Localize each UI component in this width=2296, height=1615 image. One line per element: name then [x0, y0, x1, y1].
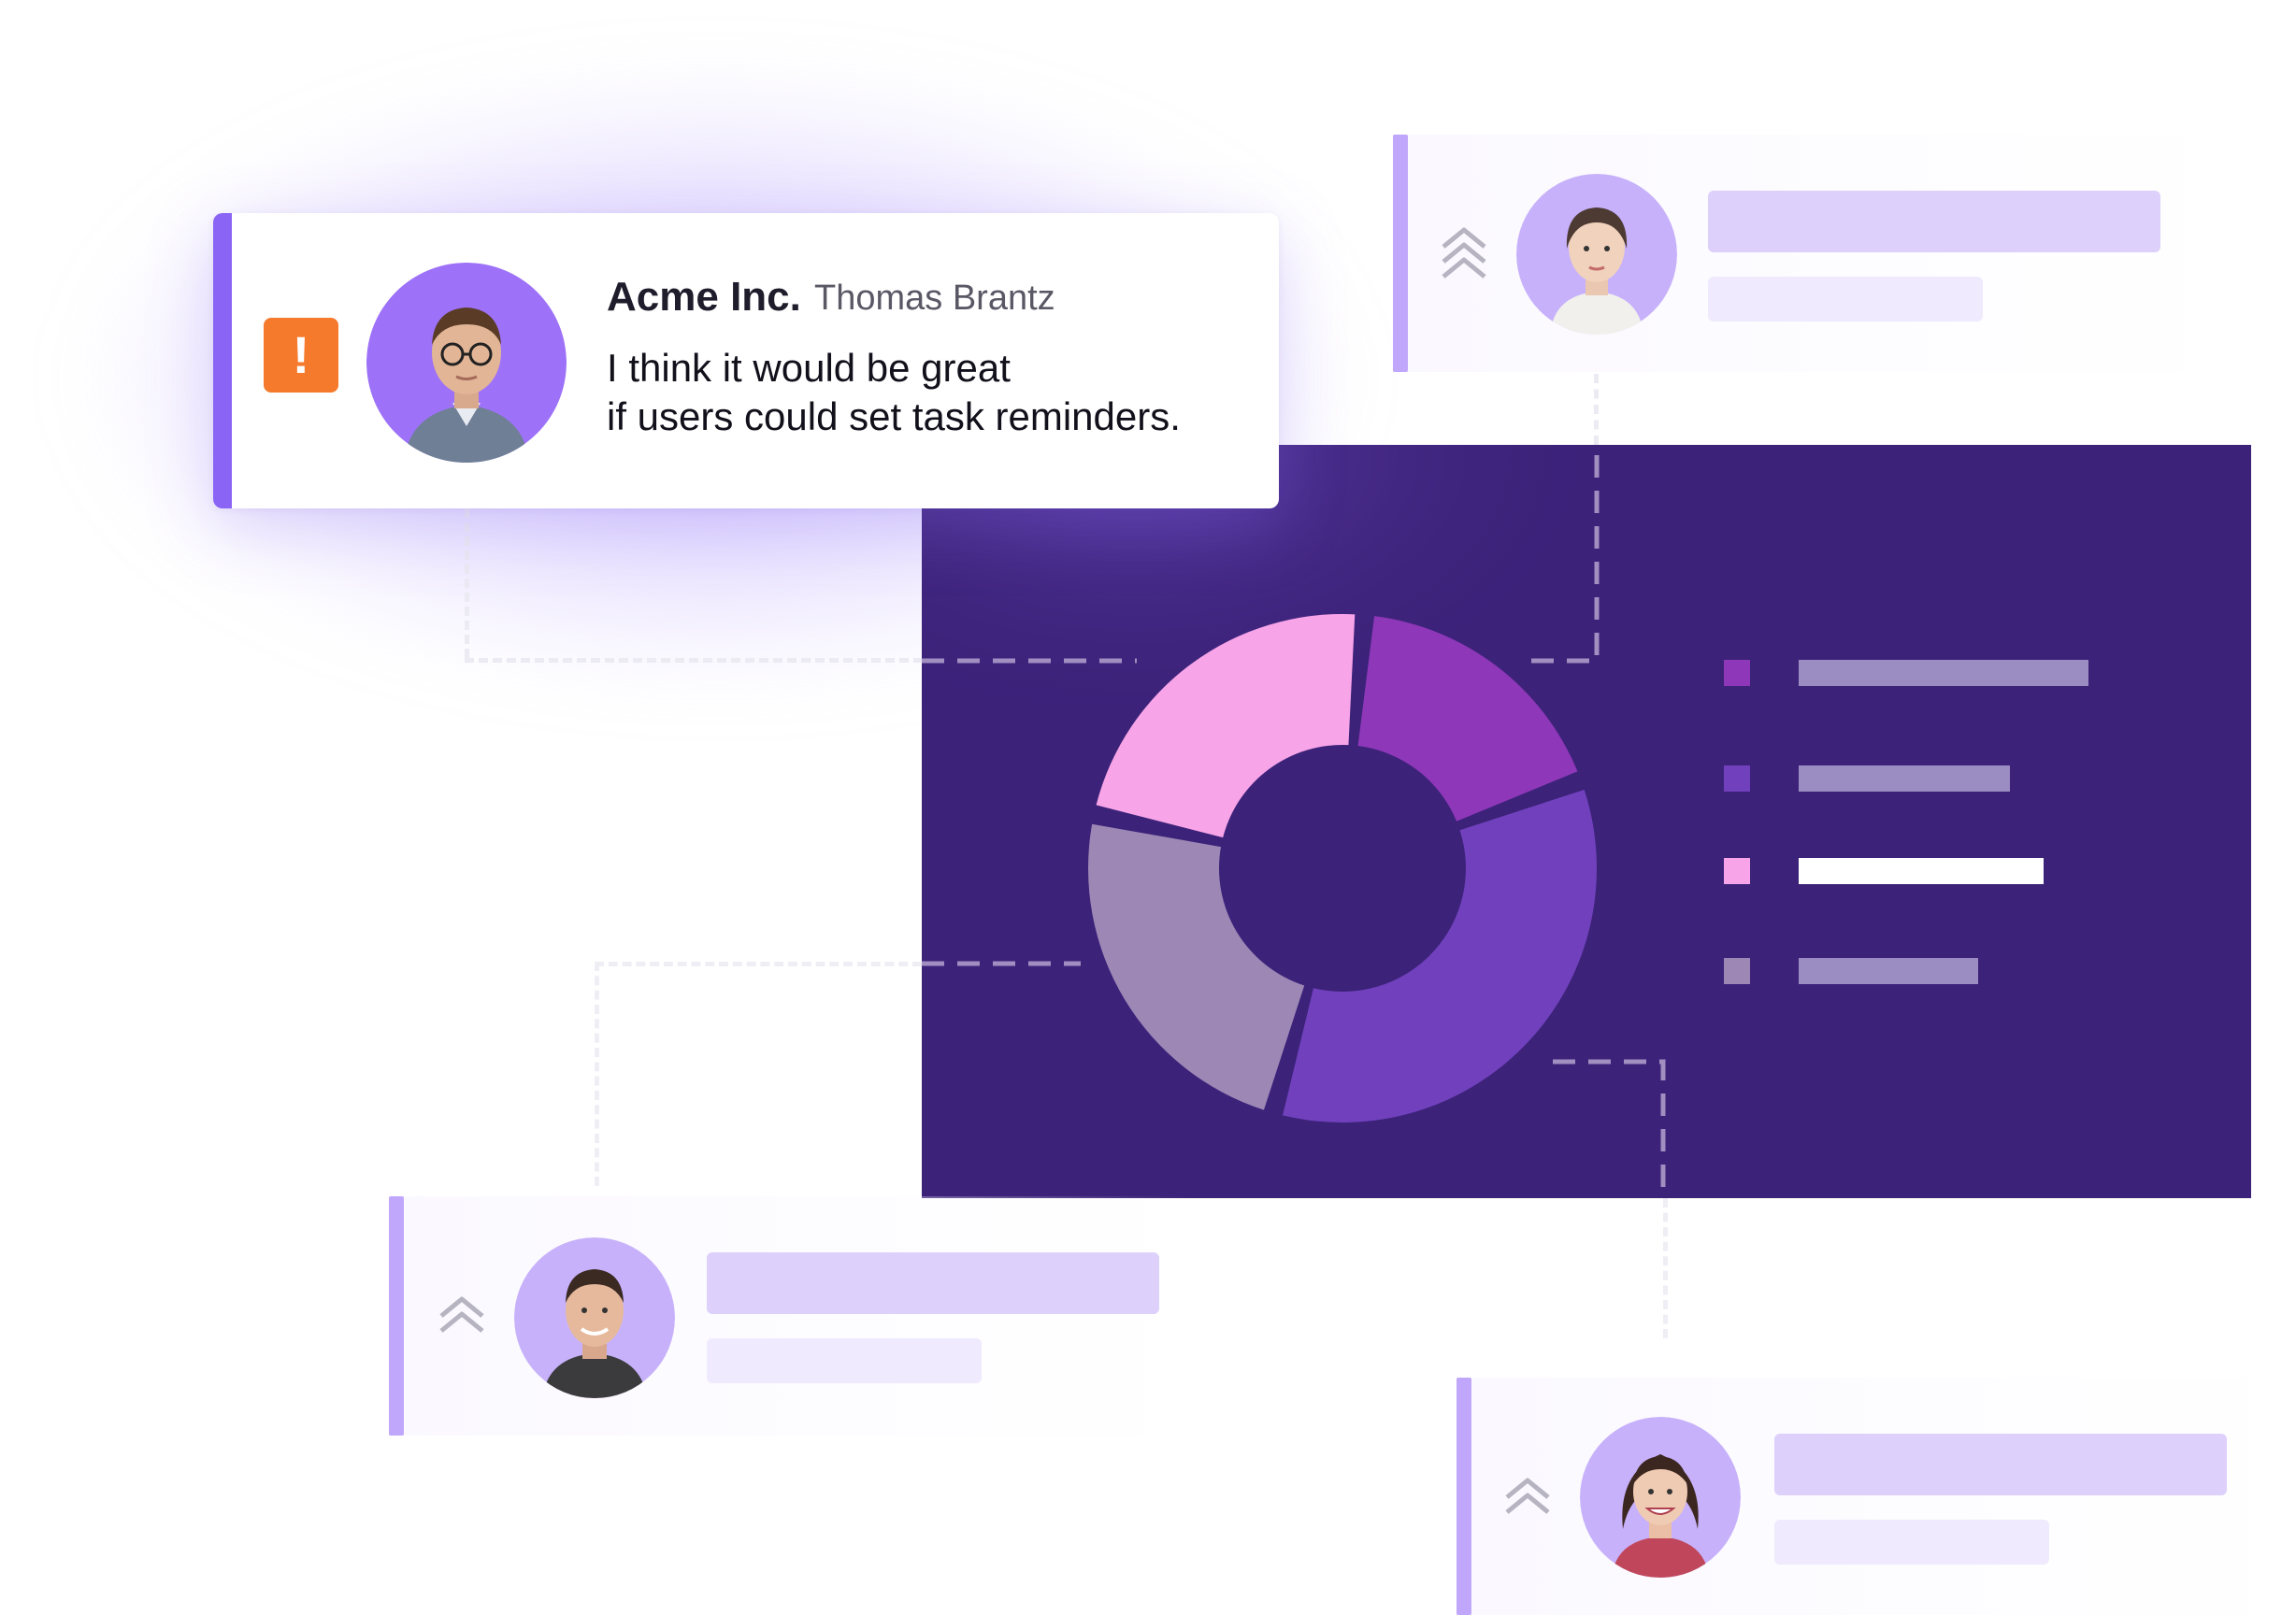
- feedback-message-line: I think it would be great: [607, 346, 1011, 390]
- card-accent-bar: [1457, 1378, 1471, 1615]
- donut-slice[interactable]: [1283, 789, 1597, 1122]
- person-name: Thomas Brantz: [814, 279, 1055, 318]
- card-accent-bar: [1393, 135, 1408, 372]
- person-avatar-icon: [1580, 1417, 1741, 1578]
- card-accent-bar: [389, 1196, 404, 1436]
- avatar: [1580, 1417, 1741, 1578]
- feedback-card-placeholder[interactable]: [1393, 135, 2234, 372]
- legend-label-bar: [1799, 858, 2044, 884]
- placeholder-title-bar: [1708, 191, 2160, 252]
- upvote-icon[interactable]: [1440, 226, 1488, 279]
- feedback-message: I think it would be great if users could…: [607, 344, 1181, 441]
- donut-chart: [922, 445, 2251, 1198]
- feedback-card[interactable]: ! Acme Inc. Thomas Brantz I think it wou…: [213, 213, 1279, 508]
- connector-line: [1594, 374, 1599, 445]
- donut-slice[interactable]: [1088, 823, 1305, 1110]
- feedback-message-line: if users could set task reminders.: [607, 394, 1181, 438]
- legend-label-bar: [1799, 660, 2088, 686]
- upvote-icon[interactable]: [438, 1295, 486, 1340]
- legend-swatch: [1724, 958, 1750, 984]
- legend-swatch: [1724, 765, 1750, 792]
- avatar: [1516, 174, 1677, 335]
- placeholder-subtitle-bar: [1708, 277, 1983, 322]
- company-name: Acme Inc.: [607, 274, 801, 320]
- chart-connector: [1553, 1059, 1666, 1198]
- donut-slice[interactable]: [1096, 614, 1356, 838]
- placeholder-title-bar: [1774, 1434, 2227, 1495]
- upvote-icon[interactable]: [1503, 1477, 1552, 1522]
- legend-label-bar: [1799, 765, 2010, 792]
- person-avatar-icon: [366, 263, 567, 463]
- alert-icon: !: [264, 318, 338, 393]
- card-accent-bar: [213, 213, 232, 508]
- person-avatar-icon: [1516, 174, 1677, 335]
- placeholder-subtitle-bar: [1774, 1520, 2049, 1565]
- avatar: [514, 1237, 675, 1398]
- legend-label-bar: [1799, 958, 1978, 984]
- feedback-card-placeholder[interactable]: [1457, 1378, 2296, 1615]
- connector-line: [465, 508, 469, 658]
- chart-connector: [1531, 445, 1600, 664]
- placeholder-title-bar: [707, 1252, 1159, 1314]
- feedback-card-placeholder[interactable]: [389, 1196, 1193, 1436]
- legend-swatch: [1724, 660, 1750, 686]
- connector-line: [1663, 1198, 1668, 1338]
- connector-line: [595, 962, 922, 966]
- donut-slice[interactable]: [1357, 616, 1578, 822]
- legend-swatch: [1724, 858, 1750, 884]
- connector-line: [595, 962, 599, 1186]
- connector-line: [465, 658, 923, 663]
- person-avatar-icon: [514, 1237, 675, 1398]
- placeholder-subtitle-bar: [707, 1338, 982, 1383]
- avatar: [366, 263, 567, 463]
- chart-panel: [922, 445, 2251, 1198]
